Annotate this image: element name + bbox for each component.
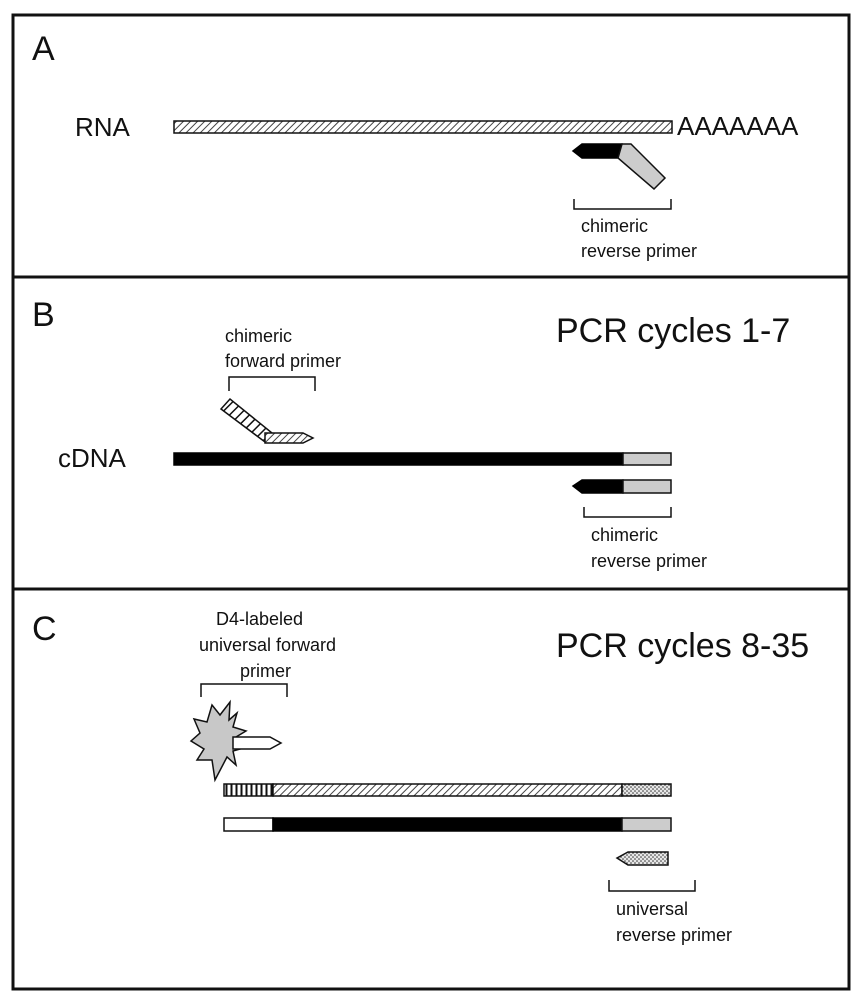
universal-forward-bracket [200, 683, 288, 697]
cdna-tag-segment [622, 452, 672, 466]
reverse-primer-b-bracket [583, 507, 672, 518]
panel-b-letter: B [32, 296, 55, 334]
top-strand-sequence [272, 783, 623, 797]
forward-primer-label-line1: chimeric [225, 326, 292, 346]
reverse-primer-b-tail-segment [622, 479, 672, 494]
universal-reverse-bracket [608, 880, 696, 892]
panel-b-title: PCR cycles 1-7 [556, 312, 790, 350]
rna-label: RNA [75, 112, 131, 142]
reverse-primer-label-line1: chimeric [581, 216, 648, 236]
reverse-primer-tail-segment [617, 143, 667, 191]
cdna-strand [173, 452, 624, 466]
panel-c-frame [11, 587, 851, 991]
universal-forward-primer [232, 736, 283, 750]
top-strand-forward-tag [223, 783, 274, 797]
polya-tail-label: AAAAAAA [677, 111, 799, 141]
universal-forward-label-line3: primer [240, 661, 291, 681]
top-strand-reverse-tag [621, 783, 672, 797]
rna-strand [173, 120, 673, 134]
reverse-primer-label-line2: reverse primer [581, 241, 697, 261]
bottom-strand-reverse-tag [621, 817, 672, 832]
universal-reverse-label-line1: universal [616, 899, 688, 919]
reverse-primer-b-gene-segment [571, 479, 624, 494]
d4-dye-starburst-icon [189, 699, 249, 783]
reverse-primer-b-label-line1: chimeric [591, 525, 658, 545]
reverse-primer-gene-segment [571, 143, 623, 159]
panel-b: B PCR cycles 1-7 chimeric forward primer… [11, 275, 851, 591]
cdna-label: cDNA [58, 443, 127, 473]
panel-c-letter: C [32, 610, 57, 648]
universal-reverse-primer [615, 851, 669, 866]
forward-primer-bracket [228, 376, 316, 391]
panel-a-letter: A [32, 30, 55, 68]
universal-forward-label-line1: D4-labeled [216, 609, 303, 629]
panel-c: C PCR cycles 8-35 D4-labeled universal f… [11, 587, 851, 991]
forward-primer-label-line2: forward primer [225, 351, 341, 371]
universal-forward-label-line2: universal forward [199, 635, 336, 655]
reverse-primer-bracket [573, 199, 672, 210]
forward-primer-gene-segment [264, 432, 315, 444]
reverse-primer-b-label-line2: reverse primer [591, 551, 707, 571]
bottom-strand-sequence [272, 817, 623, 832]
universal-reverse-label-line2: reverse primer [616, 925, 732, 945]
panel-a: A RNA AAAAAAA chimeric reverse primer [11, 13, 851, 279]
panel-c-title: PCR cycles 8-35 [556, 627, 809, 665]
panel-a-frame [11, 13, 851, 279]
bottom-strand-forward-tag [223, 817, 274, 832]
